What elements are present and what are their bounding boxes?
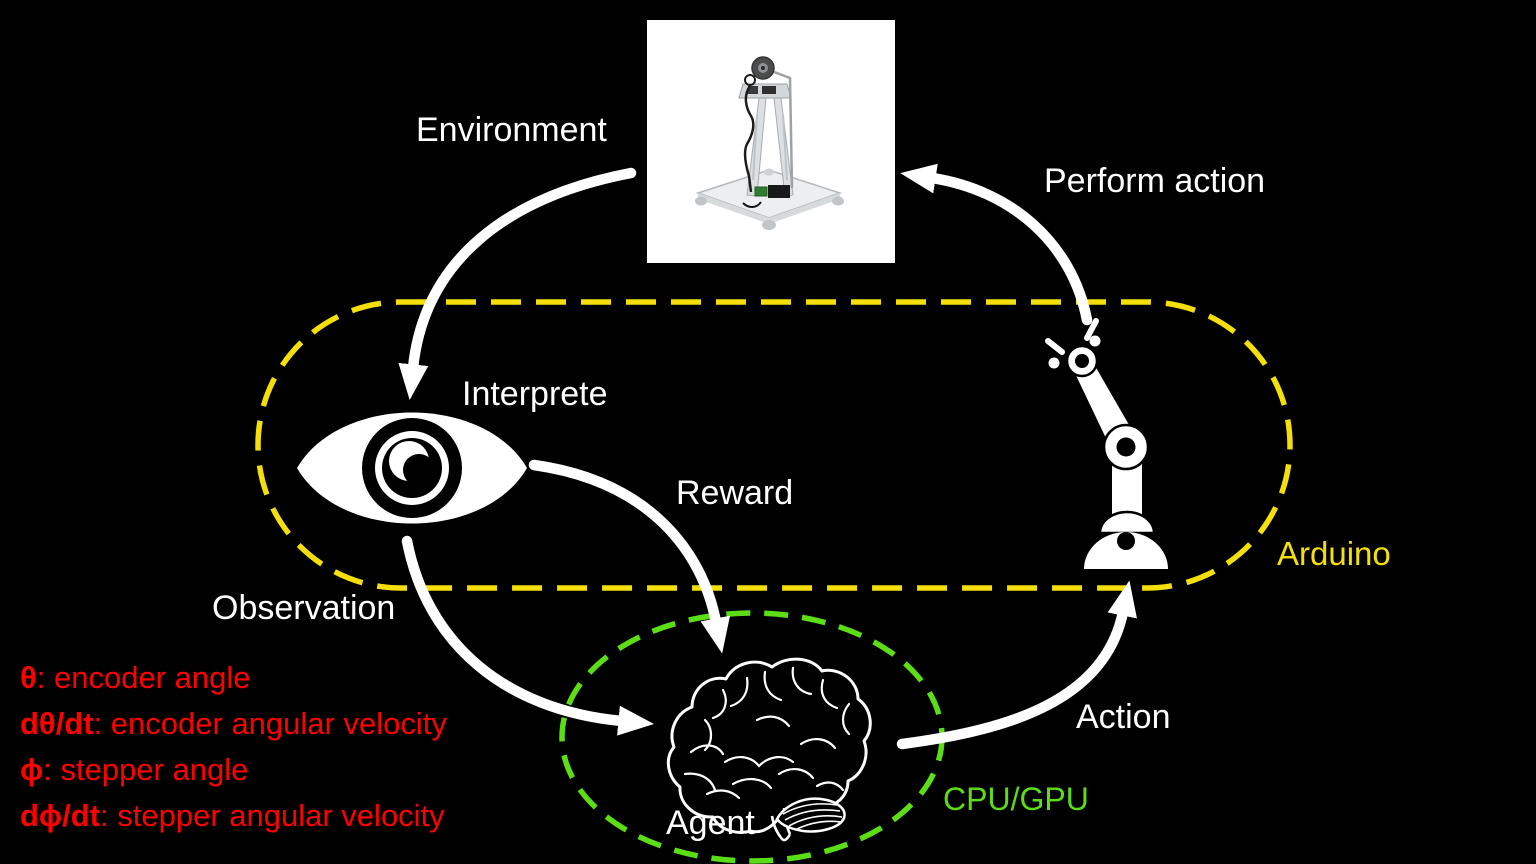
reward-label: Reward	[676, 474, 794, 512]
environment-photo	[647, 20, 895, 263]
state-symbol: dϕ/dt	[20, 798, 101, 833]
state-symbol: ϕ	[20, 752, 44, 787]
state-symbol: dθ/dt	[20, 706, 94, 741]
state-description: : encoder angle	[36, 660, 251, 695]
cpu-gpu-label: CPU/GPU	[943, 781, 1089, 817]
eye-icon	[297, 412, 527, 524]
arrow-reward	[528, 459, 731, 654]
arrow-environment-to-interpreter	[398, 167, 637, 400]
arduino-region-outline	[255, 299, 1293, 591]
arrow-action	[896, 580, 1137, 750]
state-variables-legend: θ: encoder angle dθ/dt: encoder angular …	[20, 655, 447, 839]
state-line-dphi: dϕ/dt: stepper angular velocity	[20, 793, 447, 839]
environment-label: Environment	[416, 111, 607, 149]
robot-arm-icon	[1045, 318, 1168, 569]
arduino-label: Arduino	[1277, 535, 1391, 572]
state-description: : encoder angular velocity	[93, 706, 447, 741]
state-line-phi: ϕ: stepper angle	[20, 747, 447, 793]
interprete-label: Interprete	[462, 375, 608, 413]
observation-label: Observation	[212, 589, 396, 627]
pendulum-device-graphic	[695, 56, 844, 230]
state-symbol: θ	[20, 660, 37, 695]
state-description: : stepper angle	[43, 752, 249, 787]
state-line-dtheta: dθ/dt: encoder angular velocity	[20, 701, 447, 747]
arrow-observation	[401, 535, 654, 736]
state-description: : stepper angular velocity	[100, 798, 445, 833]
action-label: Action	[1076, 698, 1171, 736]
state-line-theta: θ: encoder angle	[20, 655, 447, 701]
perform-action-label: Perform action	[1044, 162, 1266, 200]
arrow-perform-action	[900, 163, 1093, 326]
agent-label: Agent	[666, 804, 755, 842]
brain-icon	[666, 657, 872, 842]
